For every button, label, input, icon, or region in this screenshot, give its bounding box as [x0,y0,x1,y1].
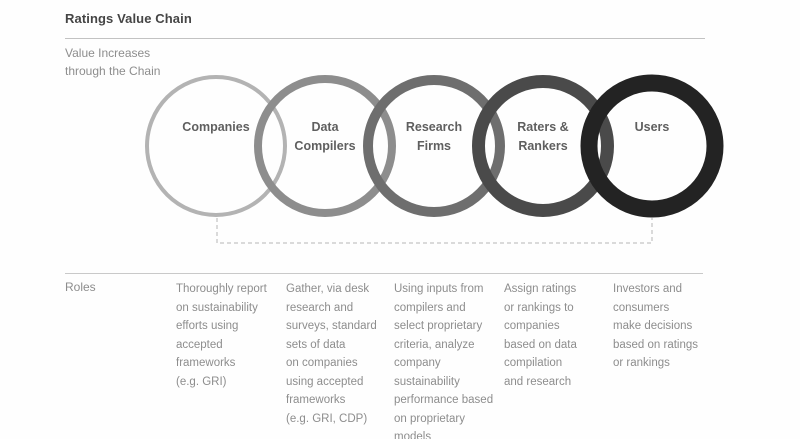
role-cell-raters-rankers: Assign ratings or rankings to companies … [504,283,577,388]
ring-companies [145,75,287,217]
node-label-research-firms: Research Firms [405,120,463,153]
role-cell-users: Investors and consumers make decisions b… [613,283,699,369]
roles-row-label: Roles [65,280,96,294]
chain-diagram [145,74,724,244]
page-title: Ratings Value Chain [65,11,192,26]
node-label-data-compilers: Data Compilers [294,120,356,153]
node-label-companies: Companies [182,120,250,134]
node-label-raters-rankers: Raters & Rankers [517,120,569,153]
roles-divider [65,273,703,274]
ring-users [580,74,724,218]
node-label-users: Users [634,120,670,134]
feedback-dashed-connector [216,218,653,244]
role-cell-companies: Thoroughly report on sustainability effo… [176,283,267,388]
ring-research-firms [363,75,505,217]
role-cell-research-firms: Using inputs from compilers and select p… [394,283,494,439]
value-axis-label: Value Increases through the Chain [65,46,161,78]
top-divider [65,38,705,39]
ring-raters-rankers [472,75,614,217]
role-cell-data-compilers: Gather, via desk research and surveys, s… [286,283,377,425]
ring-data-compilers [254,75,396,217]
